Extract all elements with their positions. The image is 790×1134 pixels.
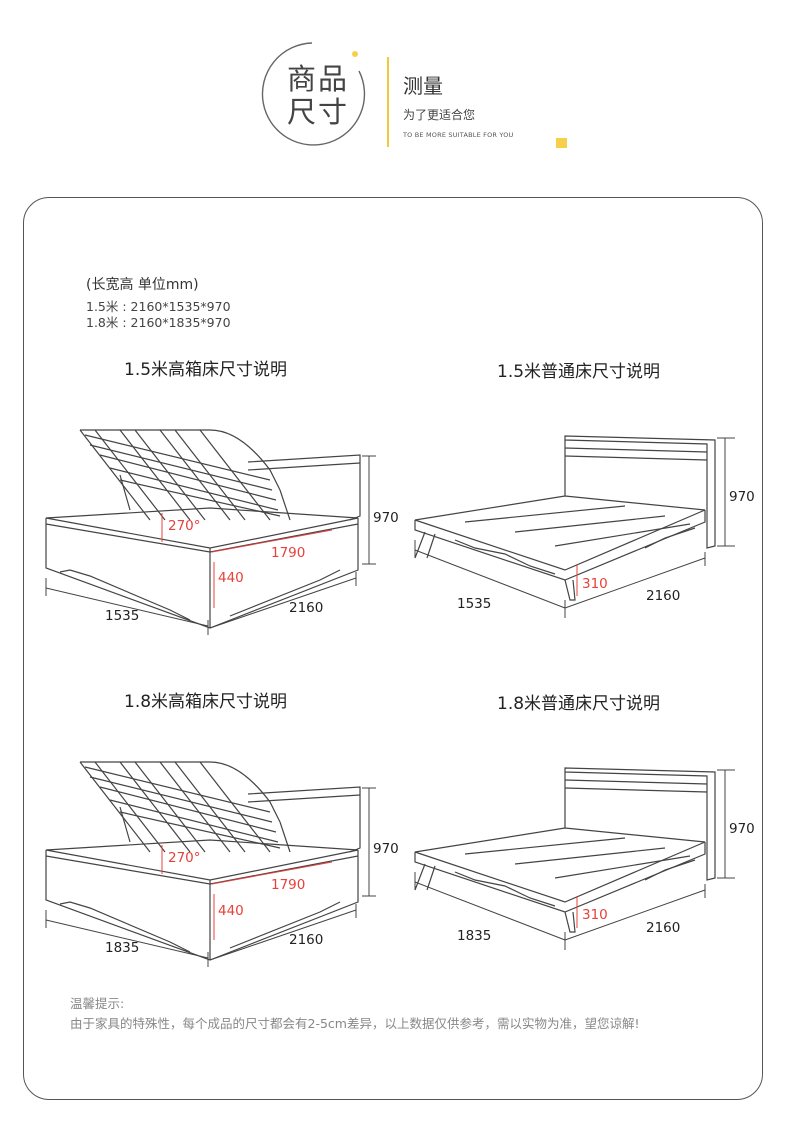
section-title-storage-1-8: 1.8米高箱床尺寸说明 <box>124 692 288 712</box>
storage-1-8-length: 2160 <box>289 932 324 948</box>
page-subtitle: 为了更适合您 <box>403 108 476 122</box>
storage-bed-drawing-1-5 <box>45 429 376 635</box>
storage-bed-drawing-1-8 <box>45 761 376 967</box>
spec-line-1-8m: 1.8米 : 2160*1835*970 <box>86 315 231 330</box>
badge-dot-icon <box>352 51 358 57</box>
header-badge-text: 商品 尺寸 <box>283 63 353 129</box>
spec-line-1-5m: 1.5米 : 2160*1535*970 <box>86 299 231 314</box>
storage-1-5-length: 2160 <box>289 600 324 616</box>
storage-1-5-height: 970 <box>373 510 399 526</box>
section-title-storage-1-5: 1.5米高箱床尺寸说明 <box>124 360 288 380</box>
standard-1-8-clearance: 310 <box>582 907 608 923</box>
page-subtitle-en: TO BE MORE SUITABLE FOR YOU <box>403 131 514 139</box>
standard-1-8-length: 2160 <box>646 920 681 936</box>
page-title: 测量 <box>403 74 443 98</box>
units-note: (长宽高 单位mm) <box>86 277 199 293</box>
standard-1-5-height: 970 <box>729 489 755 505</box>
storage-1-5-inner-length: 1790 <box>271 545 306 561</box>
standard-1-5-clearance: 310 <box>582 576 608 592</box>
header-badge-circle <box>261 42 366 146</box>
badge-line-1: 商品 <box>286 62 349 96</box>
standard-bed-drawing-1-5 <box>414 435 735 618</box>
storage-1-5-angle: 270° <box>168 518 201 534</box>
storage-1-8-box-height: 440 <box>218 903 244 919</box>
storage-1-8-width: 1835 <box>105 940 140 956</box>
section-title-standard-1-8: 1.8米普通床尺寸说明 <box>497 694 661 714</box>
notice-title: 温馨提示: <box>70 996 125 1011</box>
storage-1-5-box-height: 440 <box>218 570 244 586</box>
dimension-panel <box>23 197 763 1100</box>
notice-text: 由于家具的特殊性，每个成品的尺寸都会有2-5cm差异，以上数据仅供参考，需以实物… <box>70 1016 640 1031</box>
standard-bed-drawing-1-8 <box>414 767 735 950</box>
storage-1-5-width: 1535 <box>105 608 140 624</box>
storage-1-8-angle: 270° <box>168 850 201 866</box>
standard-1-8-width: 1835 <box>457 928 492 944</box>
standard-1-8-height: 970 <box>729 821 755 837</box>
section-title-standard-1-5: 1.5米普通床尺寸说明 <box>497 362 661 382</box>
badge-line-2: 尺寸 <box>286 95 349 129</box>
accent-square <box>556 138 567 148</box>
header-divider <box>387 57 389 147</box>
standard-1-5-width: 1535 <box>457 596 492 612</box>
standard-1-5-length: 2160 <box>646 588 681 604</box>
storage-1-8-inner-length: 1790 <box>271 877 306 893</box>
storage-1-8-height: 970 <box>373 841 399 857</box>
